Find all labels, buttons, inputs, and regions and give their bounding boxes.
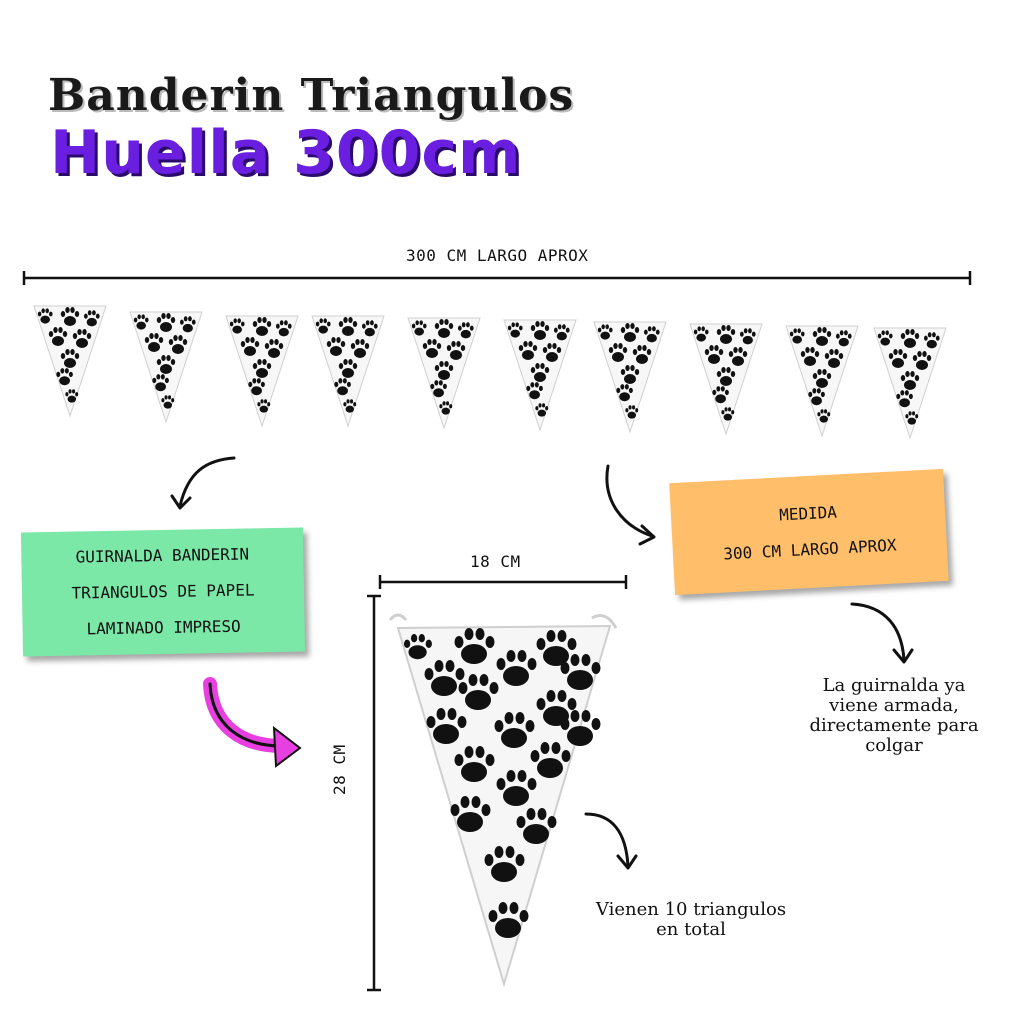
- curved-arrow-icon: [605, 464, 656, 546]
- note-right-line-4: colgar: [865, 735, 923, 756]
- pink-arrow-icon: [203, 677, 302, 768]
- title-line-2: Huella 300cm: [50, 118, 522, 188]
- width-measure-line: [378, 575, 628, 589]
- height-measure-label: 28 CM: [330, 744, 349, 795]
- curved-arrow-icon: [850, 602, 914, 664]
- note-bottom-line-2: en total: [656, 919, 726, 940]
- note-right: La guirnalda ya viene armada, directamen…: [784, 676, 1004, 756]
- curved-arrow-icon: [170, 456, 236, 510]
- pennant-row: [20, 296, 980, 446]
- green-label-line-2: TRIANGULOS DE PAPEL: [71, 580, 255, 603]
- orange-label-line-1: MEDIDA: [778, 502, 838, 525]
- large-pennant: [388, 613, 618, 988]
- note-right-line-1: La guirnalda ya: [822, 675, 966, 696]
- note-right-line-2: viene armada,: [829, 695, 959, 716]
- height-measure-line: [367, 594, 381, 992]
- curved-arrow-icon: [584, 812, 638, 870]
- note-bottom-line-1: Vienen 10 triangulos: [595, 899, 787, 920]
- orange-label: MEDIDA 300 CM LARGO APROX: [669, 468, 949, 596]
- top-measure-label: 300 CM LARGO APROX: [406, 246, 589, 265]
- note-bottom: Vienen 10 triangulos en total: [566, 900, 816, 940]
- green-label: GUIRNALDA BANDERIN TRIANGULOS DE PAPEL L…: [20, 527, 306, 657]
- note-right-line-3: directamente para: [809, 715, 979, 736]
- top-measure-line: [22, 271, 972, 285]
- title-line-1: Banderin Triangulos: [48, 70, 575, 121]
- green-label-line-3: LAMINADO IMPRESO: [86, 616, 241, 639]
- green-label-line-1: GUIRNALDA BANDERIN: [75, 544, 250, 567]
- width-measure-label: 18 CM: [470, 552, 521, 571]
- orange-label-line-2: 300 CM LARGO APROX: [722, 535, 897, 564]
